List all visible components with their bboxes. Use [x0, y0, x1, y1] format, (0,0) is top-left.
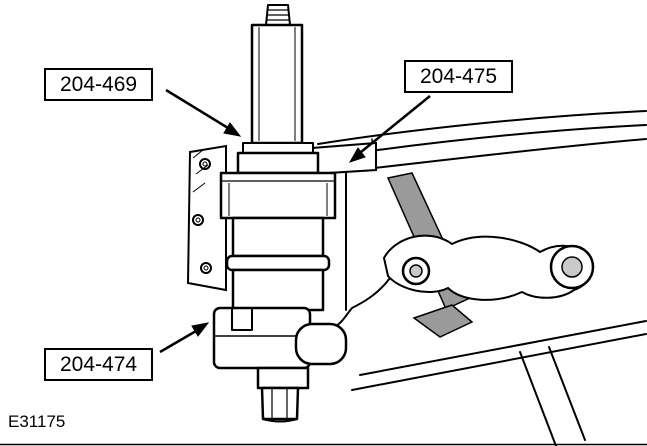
mounting-bracket	[186, 144, 227, 292]
tool-mid-cylinder	[231, 216, 325, 258]
figure-code: E31175	[8, 412, 66, 431]
tool-ring-band	[225, 254, 331, 272]
housing-bearing-bore-inner	[561, 256, 583, 278]
callout-arrows	[159, 88, 431, 354]
tool-hex-nut	[260, 386, 300, 421]
tool-adapter-collar	[236, 151, 320, 175]
callout-arrowhead-204-475	[348, 147, 366, 163]
callout-arrow-204-469	[165, 88, 229, 130]
tool-shaft	[250, 23, 304, 145]
tool-assembly	[212, 4, 348, 423]
housing-lower-shade	[412, 304, 474, 338]
callout-arrow-204-474	[159, 329, 197, 354]
callout-arrowhead-204-474	[191, 322, 210, 337]
callout-box-204-474: 204-474	[44, 348, 154, 381]
housing-boss-inner	[409, 264, 423, 278]
tool-lower-cylinder	[231, 268, 325, 312]
callout-label-204-474: 204-474	[60, 353, 138, 376]
callout-label-204-469: 204-469	[60, 73, 138, 96]
callout-box-204-469: 204-469	[44, 68, 154, 101]
tool-adapter-collar-top	[242, 142, 314, 154]
callout-arrow-204-475	[360, 95, 431, 153]
tool-stem	[256, 366, 310, 390]
callout-arrowhead-204-469	[223, 122, 242, 137]
tool-drum	[219, 171, 337, 220]
callout-label-204-475: 204-475	[420, 65, 498, 88]
callout-box-204-475: 204-475	[404, 60, 514, 93]
tool-foot-rounded-block	[294, 322, 348, 366]
